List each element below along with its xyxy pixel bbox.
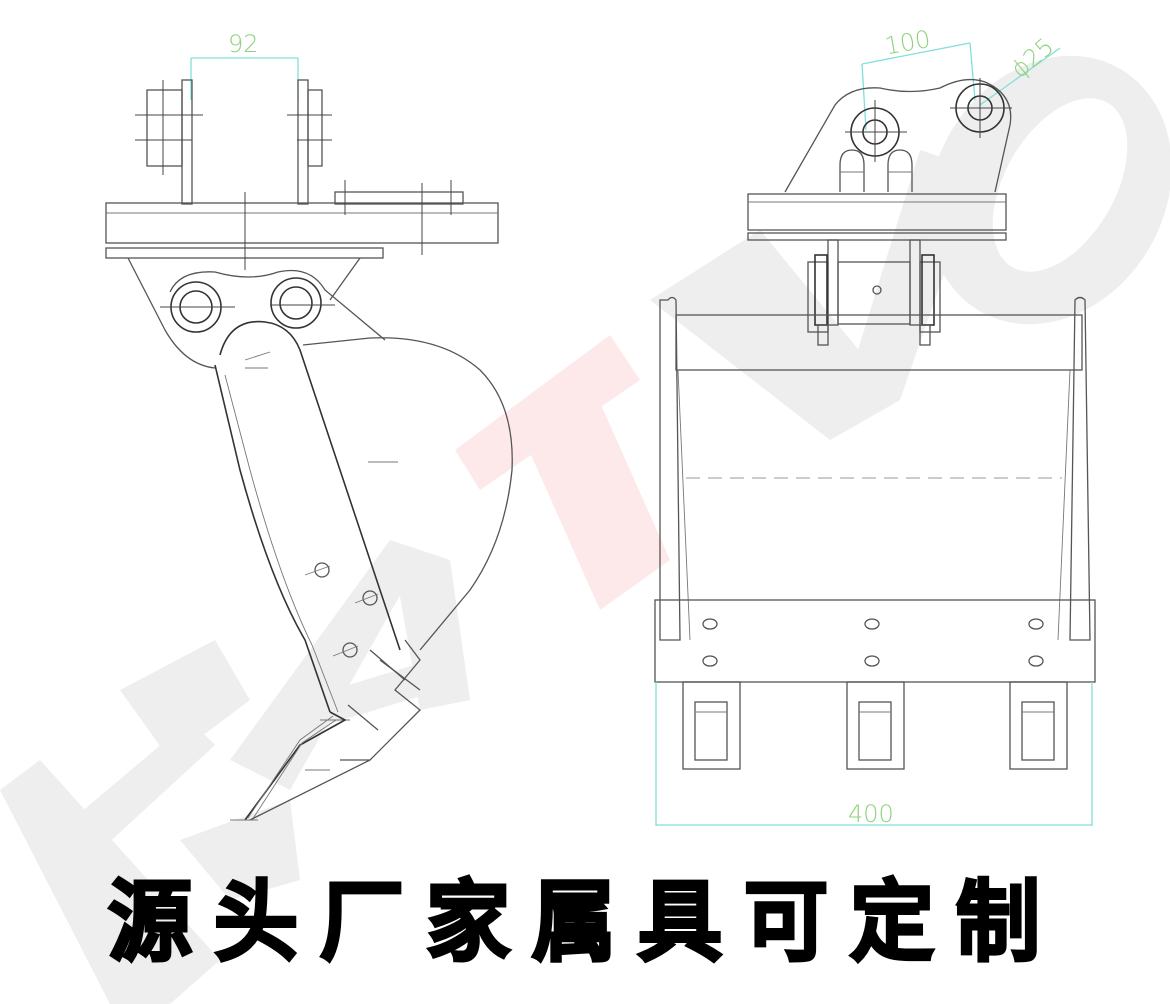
dimension-phi25: ϕ25 (979, 32, 1061, 106)
watermark-letter-i (455, 335, 670, 610)
teeth (682, 681, 1068, 770)
watermark-letter-k (0, 640, 300, 1004)
svg-text:ϕ25: ϕ25 (1006, 32, 1060, 83)
watermark-letter-o (928, 55, 1170, 325)
dimension-100: 100 (861, 25, 976, 131)
svg-text:92: 92 (228, 30, 259, 58)
bolt-holes (702, 618, 1044, 667)
side-view: 92 (105, 30, 513, 821)
svg-text:100: 100 (883, 25, 933, 61)
svg-text:400: 400 (848, 800, 894, 828)
dimension-92: 92 (190, 30, 299, 100)
caption-text: 源头厂家属具可定制 (106, 869, 1062, 975)
caption-title: 源头厂家属具可定制 (0, 869, 1170, 975)
dimension-400: 400 (655, 682, 1093, 828)
front-view: 100 ϕ25 (654, 25, 1096, 828)
